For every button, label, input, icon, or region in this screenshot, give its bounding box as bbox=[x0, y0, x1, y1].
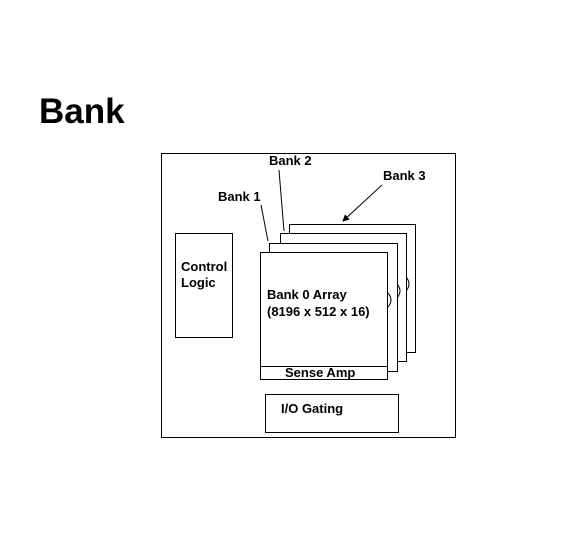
bank0-array-box bbox=[260, 252, 388, 367]
io-gating-box bbox=[265, 394, 399, 433]
bank0-array-label-line1: Bank 0 Array bbox=[267, 287, 347, 302]
bank0-array-label-line2: (8196 x 512 x 16) bbox=[267, 304, 370, 319]
control-logic-box bbox=[175, 233, 233, 338]
sense-amp-box bbox=[260, 366, 388, 380]
bank3-label: Bank 3 bbox=[383, 168, 426, 183]
control-logic-label-line1: Control bbox=[181, 259, 227, 274]
bank1-label: Bank 1 bbox=[218, 189, 261, 204]
page-title: Bank bbox=[39, 92, 125, 131]
bank1-pointer bbox=[260, 204, 269, 242]
io-gating-label: I/O Gating bbox=[281, 401, 343, 416]
control-logic-label-line2: Logic bbox=[181, 275, 216, 290]
bank2-label: Bank 2 bbox=[269, 153, 312, 168]
sense-amp-label: Sense Amp bbox=[285, 365, 355, 380]
bank3-pointer bbox=[342, 184, 383, 222]
bank2-pointer bbox=[278, 169, 285, 232]
